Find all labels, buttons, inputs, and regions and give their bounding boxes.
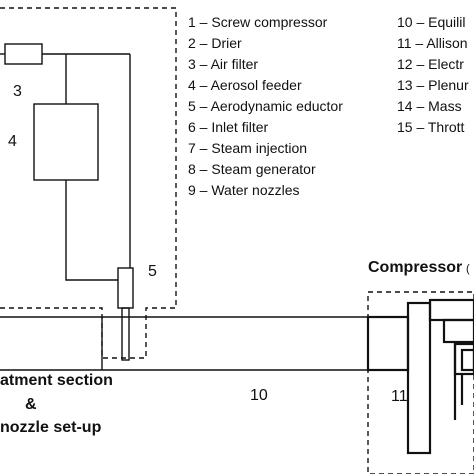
legend-item-2: 2 – Drier — [188, 35, 242, 51]
allison-compressor-casing — [406, 301, 432, 455]
legend-item-11: 11 – Allison — [397, 35, 468, 51]
legend-item-8: 8 – Steam generator — [188, 161, 316, 177]
plenum-upper — [442, 318, 474, 344]
legend-item-5: 5 – Aerodynamic eductor — [188, 98, 343, 114]
label-5: 5 — [148, 263, 157, 280]
compressor-label: Compressor — [368, 259, 462, 276]
mass-flow-unit — [460, 348, 474, 372]
allison-compressor-inlet — [366, 315, 410, 372]
legend-item-10: 10 – Equilil — [397, 14, 466, 30]
label-3: 3 — [13, 83, 22, 100]
throttle-unit — [453, 342, 474, 376]
legend-item-14: 14 – Mass — [397, 98, 462, 114]
compressor-label-suffix: ( — [466, 263, 470, 275]
eductor-nozzle — [121, 307, 130, 361]
aerodynamic-eductor — [117, 267, 134, 309]
legend-item-4: 4 – Aerosol feeder — [188, 77, 302, 93]
label-4: 4 — [8, 133, 17, 150]
legend-item-9: 9 – Water nozzles — [188, 182, 300, 198]
legend-item-7: 7 – Steam injection — [188, 140, 307, 156]
aerosol-feeder-box — [33, 103, 99, 181]
treatment-section-label: atment section — [0, 372, 113, 389]
legend-item-12: 12 – Electr — [397, 56, 464, 72]
legend-item-15: 15 – Thrott — [397, 119, 465, 135]
air-filter-box — [4, 43, 43, 65]
label-10: 10 — [250, 387, 268, 404]
nozzle-setup-label: nozzle set-up — [0, 419, 102, 436]
legend-item-1: 1 – Screw compressor — [188, 14, 328, 30]
electric-motor — [428, 298, 474, 322]
feeder-outlet-line — [65, 180, 118, 281]
legend-item-6: 6 – Inlet filter — [188, 119, 268, 135]
label-11: 11 — [391, 388, 408, 405]
legend-item-3: 3 – Air filter — [188, 56, 258, 72]
feed-section-boundary — [0, 7, 177, 359]
treatment-ampersand: & — [25, 396, 37, 413]
legend-item-13: 13 – Plenur — [397, 77, 469, 93]
